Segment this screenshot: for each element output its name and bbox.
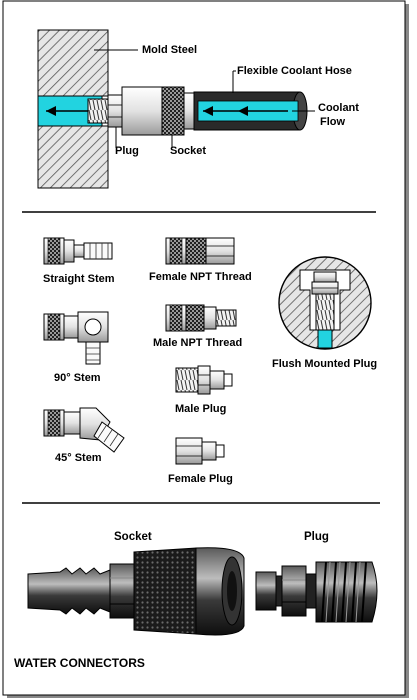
plug-hex (107, 94, 123, 128)
label-male-npt: Male NPT Thread (153, 337, 243, 349)
female-npt-part (165, 237, 235, 265)
label-coolant: Coolant (318, 102, 359, 114)
coolant-hose (193, 91, 308, 131)
label-straight-stem: Straight Stem (43, 273, 115, 285)
label-flow: Flow (320, 116, 346, 128)
socket-photo (27, 547, 245, 636)
label-female-plug: Female Plug (168, 473, 233, 485)
male-npt-part (165, 304, 237, 332)
stem-90-part (43, 311, 109, 365)
plug-photo (255, 561, 378, 623)
label-plug-photo: Plug (304, 531, 329, 543)
female-plug-part (175, 437, 225, 465)
male-plug-part (175, 365, 233, 395)
label-mold-steel: Mold Steel (142, 44, 198, 56)
socket-knurl (161, 86, 185, 136)
label-female-npt: Female NPT Thread (149, 271, 252, 283)
plug-thread (87, 98, 111, 124)
straight-stem-part (43, 237, 113, 265)
flush-mounted-plug-detail (278, 256, 372, 350)
label-plug-top: Plug (115, 145, 139, 157)
socket-body (121, 86, 163, 136)
label-flush-plug: Flush Mounted Plug (272, 358, 378, 370)
label-socket-top: Socket (170, 145, 207, 157)
label-male-plug: Male Plug (175, 403, 227, 415)
page-title: WATER CONNECTORS (14, 656, 145, 670)
label-stem-45: 45° Stem (55, 452, 102, 464)
label-stem-90: 90° Stem (54, 372, 101, 384)
label-hose: Flexible Coolant Hose (237, 65, 352, 77)
stem-45-part (43, 407, 125, 453)
label-socket-photo: Socket (114, 531, 152, 543)
